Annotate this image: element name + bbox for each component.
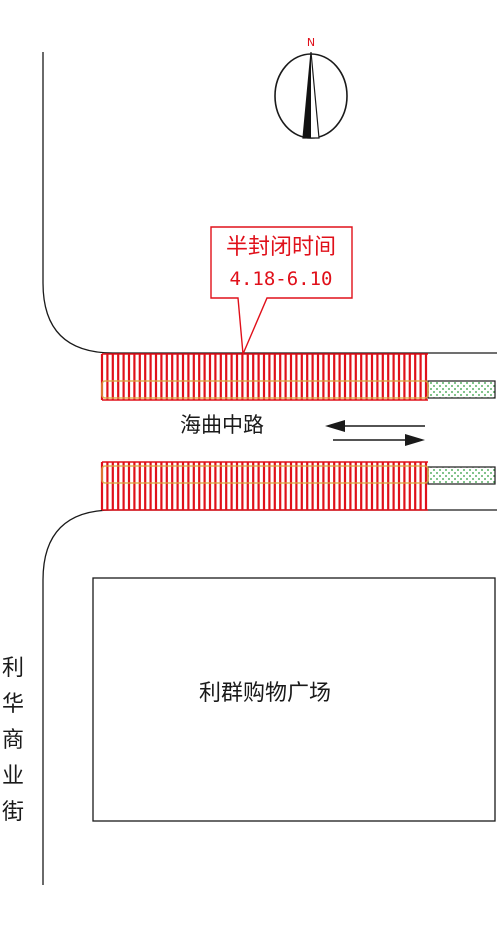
- callout-dates: 4.18-6.10: [230, 268, 333, 290]
- callout-title: 半封闭时间: [226, 235, 336, 260]
- road-name: 海曲中路: [180, 413, 264, 437]
- side-street-char: 街: [2, 800, 24, 825]
- side-street-char: 利: [2, 656, 24, 681]
- closure-zone-south: [100, 461, 428, 511]
- road-north-edge: [42, 52, 497, 354]
- side-street-char: 商: [2, 728, 24, 753]
- closure-outline-south: [101, 465, 429, 484]
- side-street-name: 利 华 商 业 街: [2, 656, 24, 825]
- compass-label: N: [307, 36, 315, 49]
- north-arrow-icon: N: [274, 36, 348, 139]
- side-street-char: 华: [2, 692, 24, 717]
- two-way-traffic-arrows-icon: [325, 420, 425, 446]
- closure-zone-north: [100, 353, 428, 401]
- green-strip-north: [427, 380, 496, 399]
- closure-outline-north: [101, 380, 429, 399]
- closure-callout: 半封闭时间 4.18-6.10: [210, 226, 353, 355]
- building-name: 利群购物广场: [199, 681, 331, 706]
- green-strip-south: [427, 466, 496, 485]
- building-outline: [92, 577, 496, 822]
- side-street-char: 业: [2, 764, 24, 789]
